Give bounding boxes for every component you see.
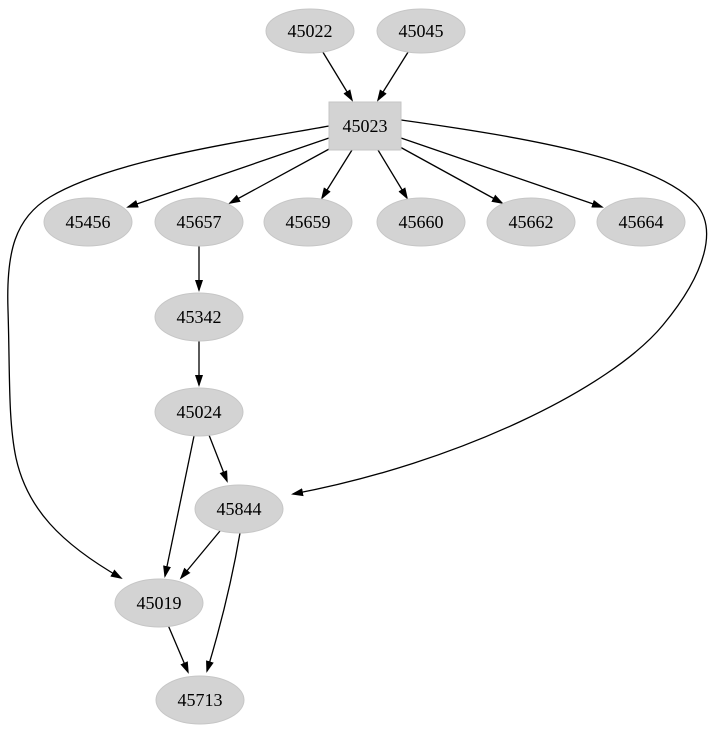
node-45022: 45022 — [265, 8, 355, 54]
node-45342: 45342 — [154, 292, 244, 342]
edge-45023-45660 — [377, 149, 409, 200]
edge-45019-45713 — [167, 624, 189, 674]
edge-45023-45659 — [320, 149, 353, 200]
edge-45022-45023 — [320, 48, 354, 102]
edge-45024-45019 — [163, 435, 195, 578]
node-45660-label: 45660 — [399, 212, 444, 232]
node-45045-label: 45045 — [399, 21, 444, 41]
node-45024-label: 45024 — [177, 402, 222, 422]
node-45657-shape — [154, 197, 244, 247]
node-45844-label: 45844 — [217, 499, 262, 519]
node-45022-label: 45022 — [288, 21, 333, 41]
edge-layer — [7, 48, 708, 674]
node-45657: 45657 — [154, 197, 244, 247]
edge-45024-45844 — [208, 434, 228, 483]
node-45024: 45024 — [154, 387, 244, 437]
node-45023-label: 45023 — [343, 116, 388, 136]
node-45660-shape — [376, 197, 466, 247]
edge-45023-45664 — [400, 137, 604, 208]
node-45019: 45019 — [114, 578, 204, 628]
node-45713-shape — [155, 675, 245, 725]
node-45023-shape — [328, 101, 402, 151]
node-45657-label: 45657 — [177, 212, 222, 232]
node-45659: 45659 — [263, 197, 353, 247]
node-45664-shape — [596, 197, 686, 247]
edge-45023-45019 — [7, 125, 330, 579]
node-45659-label: 45659 — [286, 212, 331, 232]
edge-45045-45023 — [376, 48, 411, 102]
edge-45844-45019 — [179, 530, 221, 580]
node-45022-shape — [265, 8, 355, 54]
node-45844: 45844 — [194, 484, 284, 534]
node-layer: 45022 45045 45023 45456 45657 45659 — [43, 8, 686, 725]
edge-45844-45713 — [206, 532, 241, 673]
node-45662: 45662 — [486, 197, 576, 247]
node-45019-shape — [114, 578, 204, 628]
node-45045-shape — [376, 8, 466, 54]
node-45456-shape — [43, 197, 133, 247]
node-45024-shape — [154, 387, 244, 437]
node-45662-label: 45662 — [509, 212, 554, 232]
edge-45023-45456 — [126, 137, 330, 208]
node-45664: 45664 — [596, 197, 686, 247]
node-45844-shape — [194, 484, 284, 534]
node-45664-label: 45664 — [619, 212, 664, 232]
node-45019-label: 45019 — [137, 593, 182, 613]
node-45023: 45023 — [328, 101, 402, 151]
node-45713: 45713 — [155, 675, 245, 725]
node-45662-shape — [486, 197, 576, 247]
node-45456: 45456 — [43, 197, 133, 247]
node-45342-label: 45342 — [177, 307, 222, 327]
node-45045: 45045 — [376, 8, 466, 54]
node-45713-label: 45713 — [178, 690, 223, 710]
node-45456-label: 45456 — [66, 212, 111, 232]
node-45660: 45660 — [376, 197, 466, 247]
node-45659-shape — [263, 197, 353, 247]
edge-45023-45844 — [291, 119, 708, 497]
edge-45023-45662 — [399, 146, 504, 204]
edge-45023-45657 — [228, 147, 332, 204]
node-45342-shape — [154, 292, 244, 342]
